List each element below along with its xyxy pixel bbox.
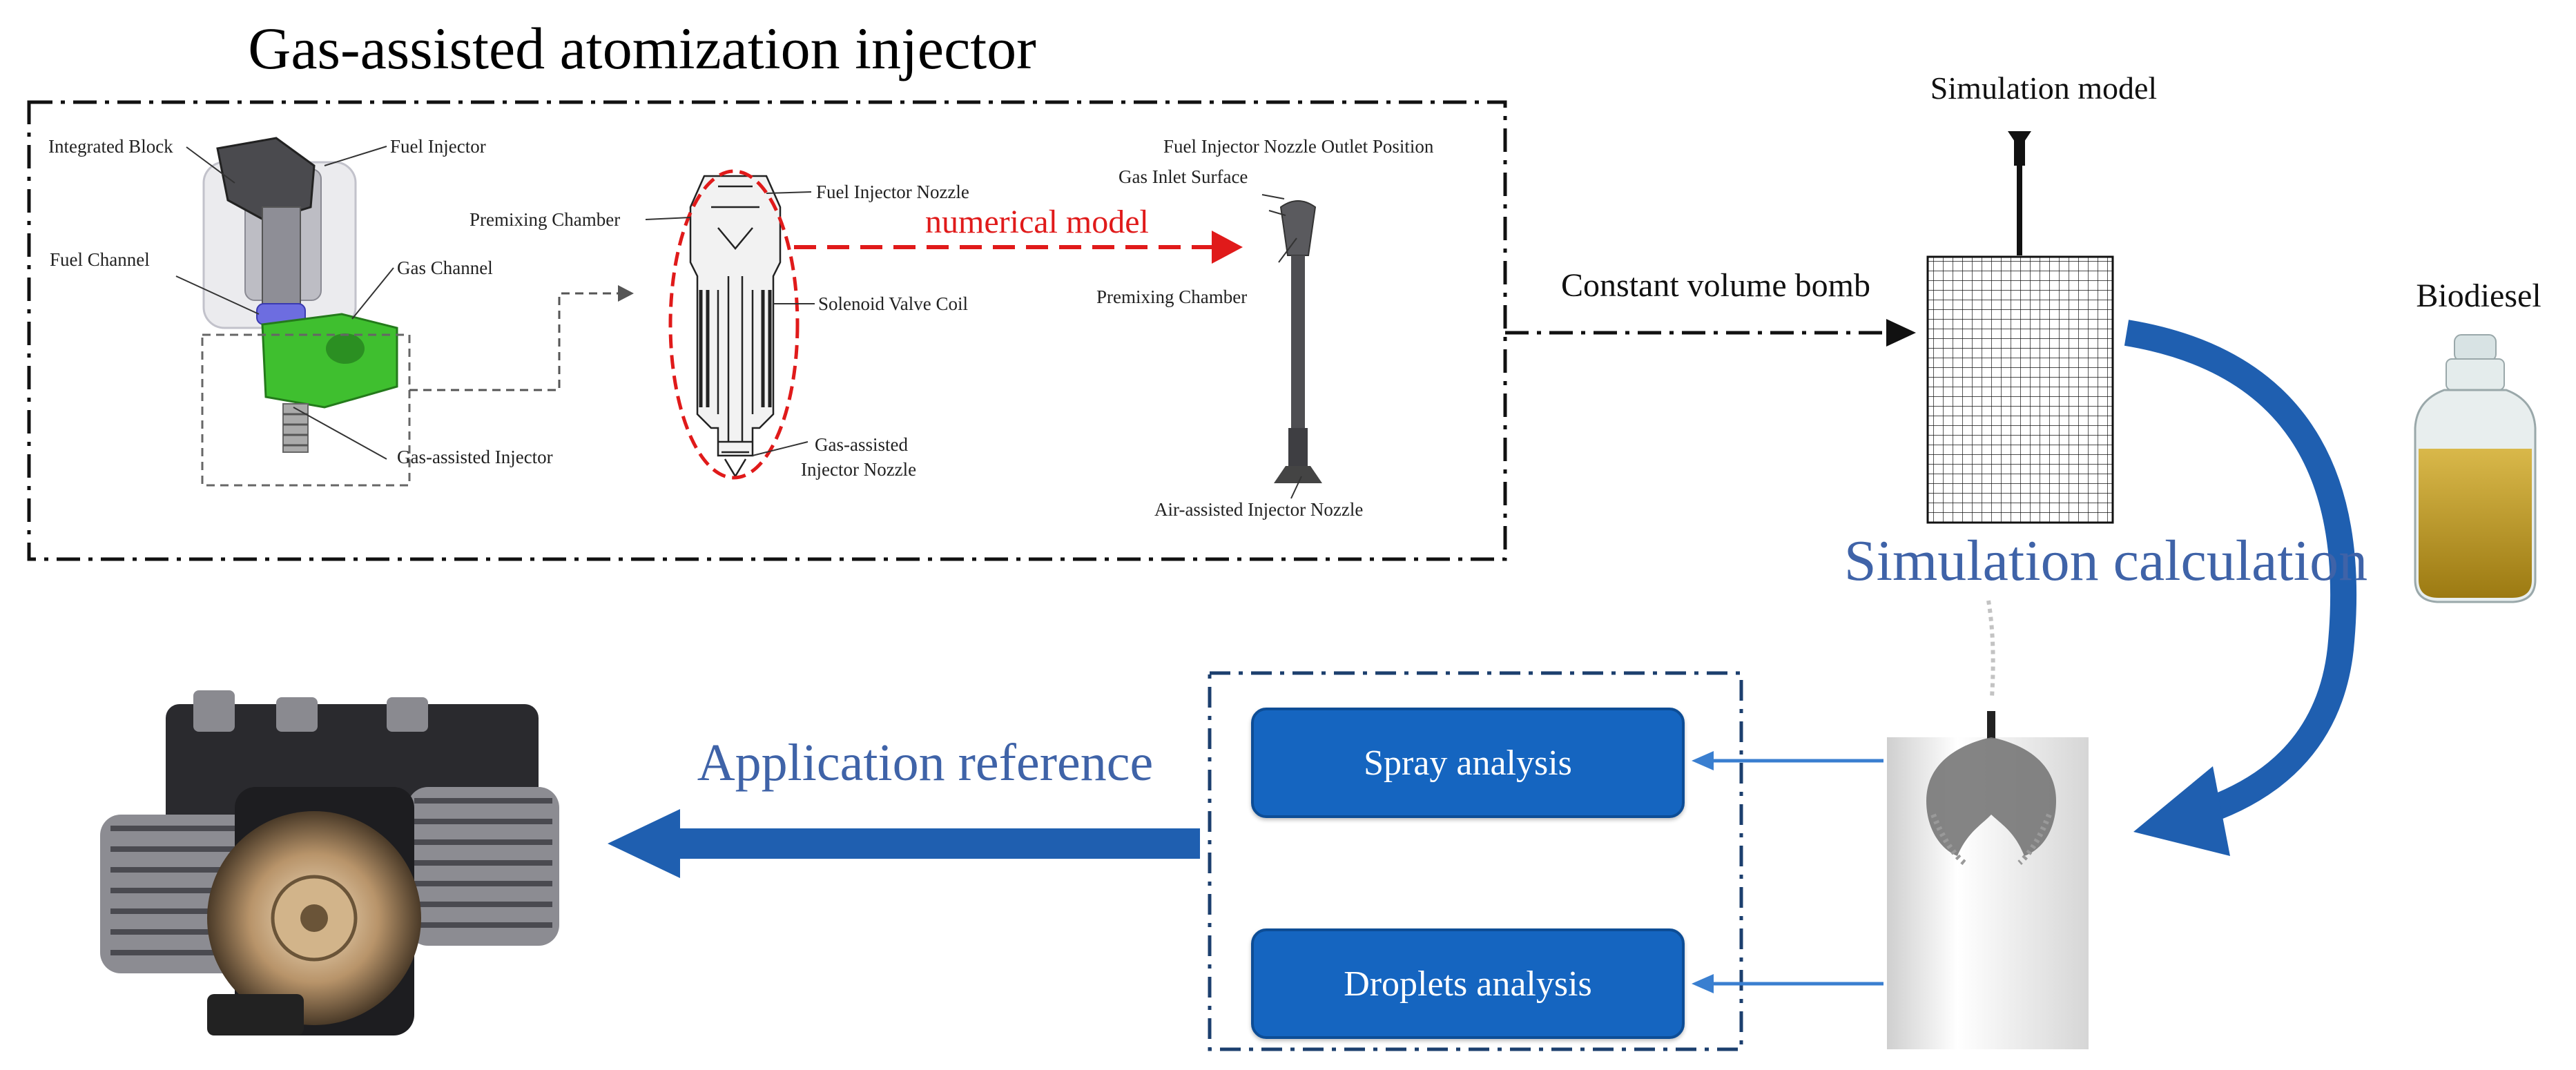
callout-air-assisted-nozzle: Air-assisted Injector Nozzle	[1154, 499, 1364, 520]
callout-fuel-injector: Fuel Injector	[390, 136, 486, 157]
cross-section-highlight-ellipse	[668, 169, 800, 480]
callout-gas-assisted-nozzle-line1: Gas-assisted	[815, 434, 908, 455]
spray-analysis-box: Spray analysis	[1251, 708, 1685, 818]
injector-highlight-box	[201, 333, 411, 487]
numerical-model-geometry	[1274, 200, 1322, 483]
engine-illustration	[100, 690, 559, 1035]
simulation-calculation-label: Simulation calculation	[1843, 529, 2368, 593]
callout-gas-channel: Gas Channel	[397, 257, 493, 278]
numerical-model-label: numerical model	[925, 204, 1149, 240]
diagram-title: Gas-assisted atomization injector	[248, 15, 1036, 81]
callout-leaders	[175, 146, 394, 460]
callout-gas-inlet-surface: Gas Inlet Surface	[1118, 166, 1248, 187]
biodiesel-label: Biodiesel	[2416, 278, 2541, 314]
simulation-model-label: Simulation model	[1930, 70, 2158, 106]
injector-cross-section	[689, 175, 782, 478]
callout-solenoid-valve-coil: Solenoid Valve Coil	[818, 293, 969, 314]
application-reference-label: Application reference	[697, 734, 1154, 792]
simulation-flow-arrow	[2124, 320, 2357, 828]
biodiesel-bottle-illustration	[2414, 334, 2537, 603]
callout-fuel-injector-nozzle: Fuel Injector Nozzle	[816, 182, 969, 202]
callout-gas-assisted-nozzle-line2: Injector Nozzle	[801, 459, 917, 480]
droplets-analysis-box: Droplets analysis	[1251, 928, 1685, 1039]
callout-integrated-block: Integrated Block	[48, 136, 173, 157]
analysis-box-frame	[1208, 671, 1743, 1051]
injector-assembly-illustration	[202, 137, 398, 453]
connector-dashed-arrow	[409, 292, 618, 391]
callout-premixing-chamber: Premixing Chamber	[469, 209, 621, 230]
callout-fuel-channel: Fuel Channel	[50, 249, 150, 270]
callout-fuel-injector-outlet: Fuel Injector Nozzle Outlet Position	[1163, 136, 1434, 157]
simulation-model-mesh	[1926, 131, 2114, 524]
constant-volume-bomb-label: Constant volume bomb	[1561, 267, 1870, 304]
injector-panel-frame	[27, 100, 1507, 561]
spray-visualization	[1887, 600, 2089, 1049]
callout-gas-assisted-injector: Gas-assisted Injector	[397, 447, 553, 467]
callout-model-premixing-chamber: Premixing Chamber	[1096, 286, 1248, 307]
